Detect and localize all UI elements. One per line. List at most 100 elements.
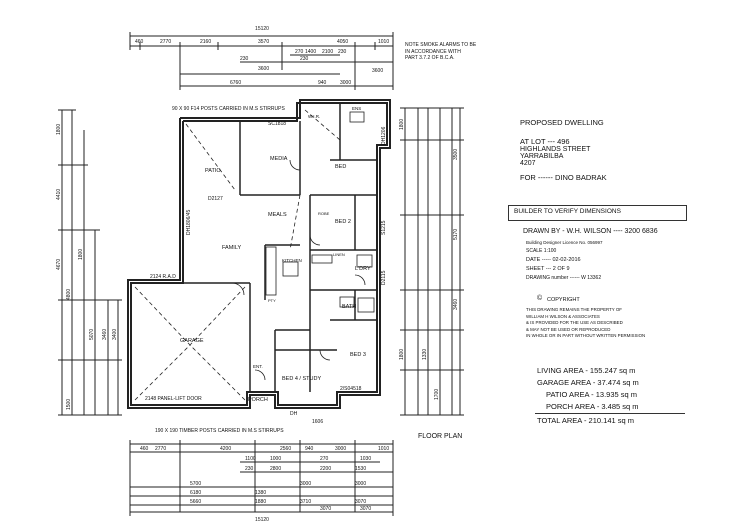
note-posts-bottom: 190 X 190 TIMBER POSTS CARRIED IN M.S ST… [155,428,284,434]
top-dim-2: 2770 [160,39,171,45]
title-block: PROPOSED DWELLING AT LOT --- 496 HIGHLAN… [520,118,720,182]
bottom-dim-8: 1100 [245,456,256,462]
interior-walls [131,103,377,392]
overall-dimension-bottom: 15120 [255,517,269,523]
bottom-dim-19: 6180 [190,490,201,496]
room-bed: BED [335,164,346,170]
outer-walls [127,99,391,409]
bottom-dim-11: 1030 [360,456,371,462]
street: HIGHLANDS STREET [520,146,591,153]
room-linen: LINEN [333,252,345,257]
bottom-dim-20: 1380 [255,490,266,496]
bottom-dim-3: 4200 [220,446,231,452]
bottom-dim-7: 1010 [378,446,389,452]
top-dim-17: 3600 [372,68,383,74]
roof-lines [134,109,341,401]
top-dim-16: 3000 [340,80,351,86]
living-area: LIVING AREA - 155.247 sq m [537,366,636,375]
right-dim-6: 1800 [399,349,405,360]
top-dim-3: 2160 [200,39,211,45]
top-dim-15: 940 [318,80,327,86]
licence: Building Designer Licence No. 056997 [526,240,603,245]
room-robe: ROBE [318,211,330,216]
floor-plan-title: FLOOR PLAN [418,433,463,440]
bottom-dim-5: 940 [305,446,314,452]
top-dim-14: 6760 [230,80,241,86]
label-rad: 2124 R.A.D [150,274,176,280]
room-pantry: PTY [268,298,276,303]
top-dimension-lines [129,32,394,90]
bottom-dim-25: 3070 [320,506,331,512]
bottom-dim-1: 460 [140,446,149,452]
top-dim-7: 270 [295,49,304,55]
drawing-number: DRAWING number ------ W 13362 [526,275,602,281]
smoke-alarm-line-2: IN ACCORDANCE WITH [405,48,461,55]
left-dim-1: 1800 [56,124,62,135]
copyright-line-3: & IS PROVIDED FOR THE USE AS DESCRIBED [526,320,623,325]
room-garage: GARAGE [180,338,204,344]
right-dim-2: 3500 [453,149,459,160]
label-s2: 2/S04518 [340,386,362,392]
right-dimension-lines [400,107,464,416]
left-dim-2: 4410 [56,189,62,200]
room-ldry: L'DRY [355,266,371,272]
smoke-alarm-note: NOTE SMOKE ALARMS TO BE IN ACCORDANCE WI… [405,42,476,62]
label-s1215: S1215 [381,220,387,235]
label-dh1606: 1606 [312,419,323,425]
door-swings [231,159,366,381]
suburb: YARRABILBA [520,153,564,160]
sheet: SHEET --- 2 OF 9 [526,266,570,272]
bottom-dim-9: 1000 [270,456,281,462]
room-patio: PATIO [205,168,221,174]
right-dim-5: 1330 [422,349,428,360]
total-area: TOTAL AREA - 210.141 sq m [537,416,634,425]
bottom-dim-2: 2770 [155,446,166,452]
top-dim-9: 2100 [322,49,333,55]
copyright-line-5: IN WHOLE OR IN PART WITHOUT WRITTEN PERM… [526,333,646,338]
client: FOR ------ DINO BADRAK [520,173,607,182]
left-dim-9: 1500 [66,399,72,410]
bottom-dim-22: 3070 [355,499,366,505]
verify-box [508,205,687,221]
bottom-dim-14: 2200 [320,466,331,472]
bottom-dim-10: 270 [320,456,329,462]
right-dim-1: 1800 [399,119,405,130]
left-dim-3: 4670 [56,259,62,270]
label-dh1806-45: DH1806/45 [186,209,192,235]
top-dim-1: 460 [135,39,144,45]
room-media: MEDIA [270,156,288,162]
bottom-dim-26: 3070 [360,506,371,512]
room-bath: BATH [342,304,356,310]
bottom-dim-24: 1880 [255,499,266,505]
bottom-dim-12: 230 [245,466,254,472]
area-total-rule [535,413,685,414]
porch-area: PORCH AREA - 3.485 sq m [546,402,639,411]
bottom-dim-23: 5660 [190,499,201,505]
top-dim-10: 230 [338,49,347,55]
top-dim-6: 1010 [378,39,389,45]
room-meals: MEALS [268,212,287,218]
lot: AT LOT --- 496 [520,137,570,146]
left-dim-5: 1800 [78,249,84,260]
top-dim-8: 1400 [305,49,316,55]
copyright-text: THIS DRAWING REMAINS THE PROPERTY OF WIL… [526,307,645,340]
smoke-alarm-line-3: PART 3.7.2 OF B.C.A. [405,55,455,61]
bottom-dim-16: 5700 [190,481,201,487]
garage-area: GARAGE AREA - 37.474 sq m [537,378,639,387]
proposed-dwelling: PROPOSED DWELLING [520,118,604,127]
note-posts-top: 90 X 90 F14 POSTS CARRIED IN M.S STIRRUP… [172,106,285,112]
top-dim-12: 3600 [258,66,269,72]
copyright-line-1: THIS DRAWING REMAINS THE PROPERTY OF [526,307,622,312]
overall-dimension: 15120 [255,26,269,32]
opening-labels: SC1818 D2127 DH1806/45 DH1206 S1215 D211… [145,106,387,434]
top-dim-13: 230 [300,56,309,62]
smoke-alarm-line-1: NOTE SMOKE ALARMS TO BE [405,42,477,48]
postcode: 4207 [520,160,536,167]
date: DATE ----- 02-02-2016 [526,257,581,263]
patio-area: PATIO AREA - 13.935 sq m [546,390,638,399]
bottom-dimension-lines [129,440,394,516]
left-dim-6: 5070 [89,329,95,340]
copyright-line-4: & MAY NOT BE USED OR REPRODUCED [526,326,611,332]
bottom-dim-15: 1530 [355,466,366,472]
scale: SCALE 1:100 [526,248,557,254]
